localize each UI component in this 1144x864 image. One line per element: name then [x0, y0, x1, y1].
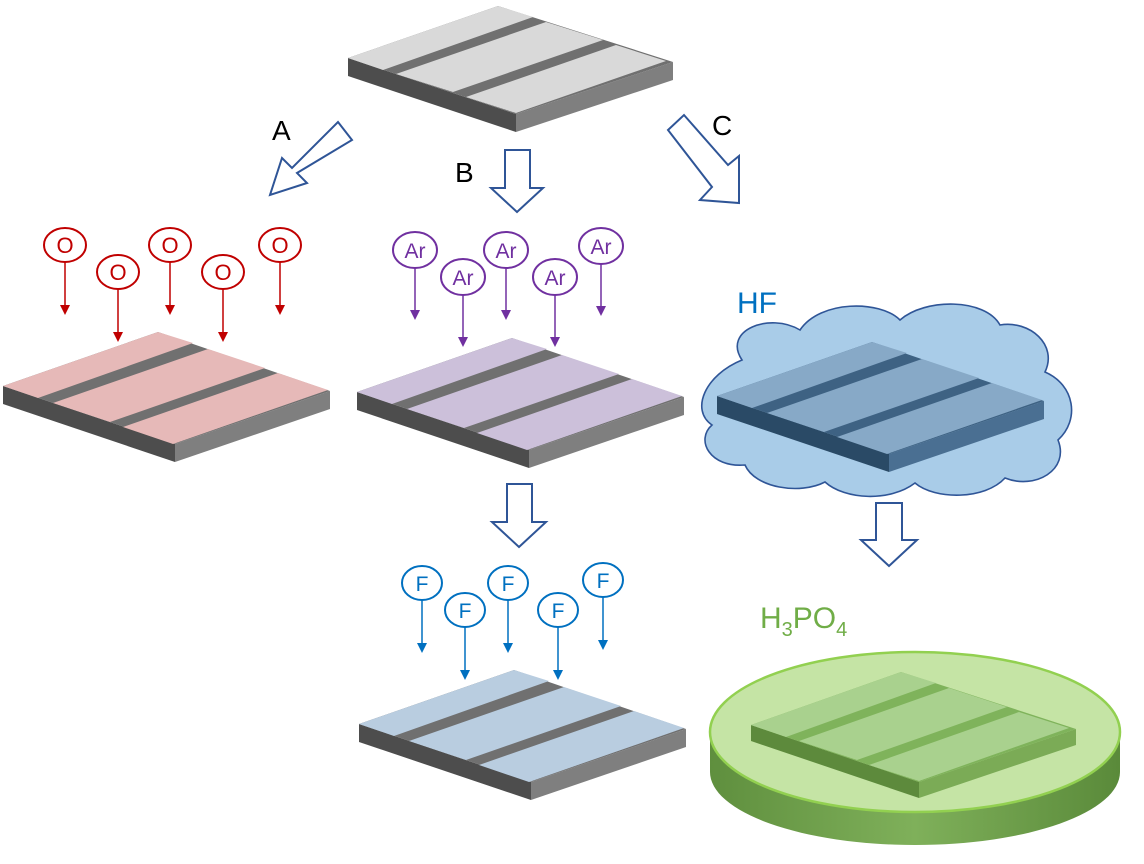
argon-treated-sample	[357, 338, 684, 468]
fluorine-treated-sample	[359, 670, 686, 800]
argon-ion: Ar	[532, 258, 578, 347]
oxygen-ions: O O O O O	[43, 227, 302, 342]
fluorine-ion: F	[537, 592, 579, 680]
fluorine-ion: F	[401, 565, 443, 653]
fluorine-ion-label: F	[459, 600, 472, 623]
acid-label-sub1: 3	[782, 619, 793, 641]
route-arrow-a	[268, 120, 354, 197]
fluorine-ion-label: F	[552, 600, 565, 623]
down-arrow-to-acid	[858, 502, 920, 568]
down-arrow-to-fluorine	[489, 483, 549, 549]
argon-ion: Ar	[578, 227, 624, 316]
initial-sample	[348, 6, 673, 132]
route-label-b: B	[455, 157, 474, 188]
route-arrow-c	[666, 113, 740, 205]
oxygen-treated-sample	[3, 332, 330, 462]
acid-label-po: PO	[793, 602, 836, 635]
fluorine-ion-label: F	[502, 573, 515, 596]
oxygen-ion: O	[258, 227, 302, 315]
oxygen-ion: O	[201, 254, 245, 342]
fluorine-ion: F	[487, 565, 529, 653]
fluorine-ion: F	[582, 562, 624, 650]
fluorine-ion-label: F	[416, 573, 429, 596]
argon-ions: Ar Ar Ar Ar Ar	[392, 227, 624, 347]
route-label-c: C	[712, 110, 732, 141]
argon-ion: Ar	[392, 231, 438, 320]
fluorine-ion: F	[444, 592, 486, 680]
oxygen-ion-label: O	[271, 233, 288, 258]
hf-label: HF	[737, 287, 777, 320]
argon-ion-label: Ar	[453, 267, 474, 290]
route-arrow-b	[488, 149, 546, 214]
acid-label-h: H	[760, 602, 782, 635]
oxygen-ion: O	[96, 254, 140, 342]
hf-immersed-sample	[717, 342, 1044, 472]
oxygen-ion: O	[148, 227, 192, 315]
route-label-a: A	[272, 115, 291, 146]
argon-ion-label: Ar	[545, 267, 566, 290]
oxygen-ion-label: O	[161, 233, 178, 258]
acid-label: H3PO4	[760, 602, 847, 641]
oxygen-ion-label: O	[214, 260, 231, 285]
oxygen-ion-label: O	[109, 260, 126, 285]
oxygen-ion: O	[43, 227, 87, 315]
argon-ion: Ar	[483, 231, 529, 320]
argon-ion-label: Ar	[496, 240, 517, 263]
argon-ion-label: Ar	[591, 236, 612, 259]
acid-immersed-sample	[751, 672, 1076, 798]
acid-label-sub2: 4	[836, 619, 847, 641]
fluorine-ion-label: F	[597, 570, 610, 593]
argon-ion: Ar	[440, 258, 486, 347]
argon-ion-label: Ar	[405, 240, 426, 263]
fluorine-ions: F F F F F	[401, 562, 624, 680]
oxygen-ion-label: O	[56, 233, 73, 258]
